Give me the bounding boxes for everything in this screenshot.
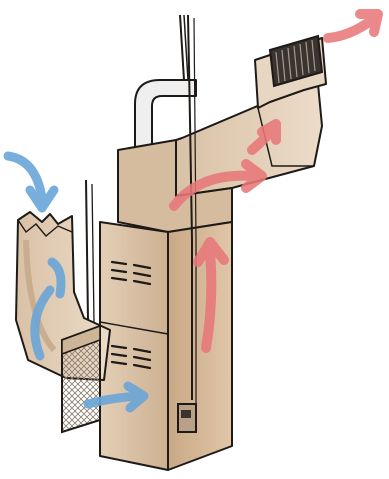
blue-arrow-icon <box>8 156 54 208</box>
filter-mesh-icon <box>62 326 100 432</box>
gas-valve-icon <box>178 404 196 432</box>
red-arrow-icon <box>328 14 378 38</box>
